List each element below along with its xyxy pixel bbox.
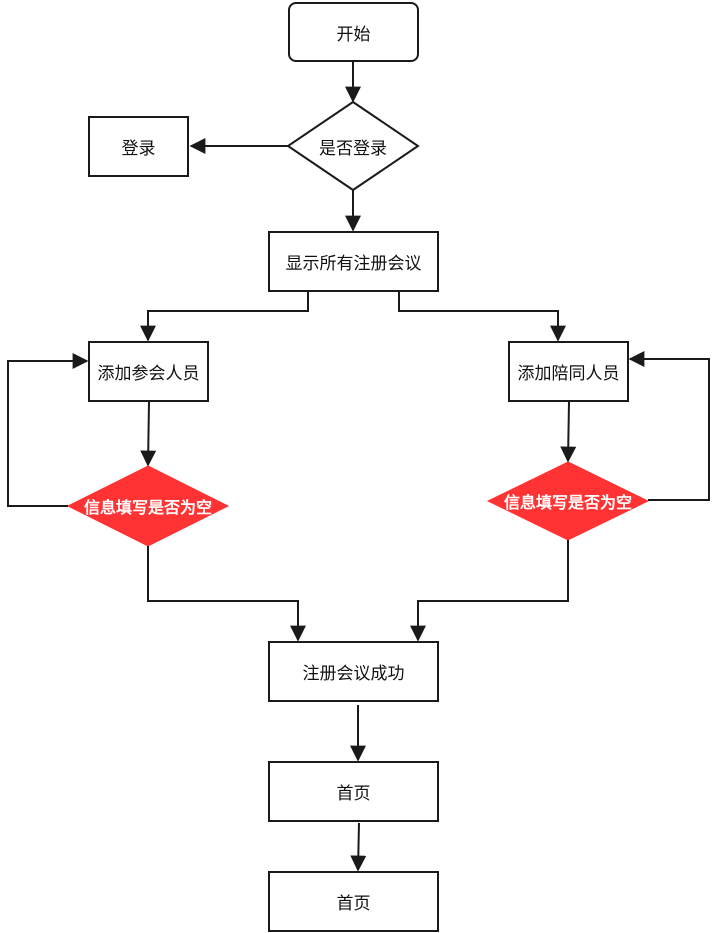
edge-attendee-to-check: [140, 401, 157, 467]
edge-home1-to-home2: [350, 822, 367, 872]
register-success-label: 注册会议成功: [302, 664, 405, 684]
login-node: 登录: [88, 116, 189, 177]
decision-info-empty-right-label: 信息填写是否为空: [503, 493, 632, 512]
decision-info-empty-left-label: 信息填写是否为空: [83, 498, 212, 517]
home-node-2-label: 首页: [336, 894, 371, 914]
register-success-node: 注册会议成功: [268, 641, 439, 702]
add-companion-label: 添加陪同人员: [517, 364, 620, 384]
edge-left-loop-back: [7, 353, 89, 507]
start-node: 开始: [288, 2, 419, 62]
edge-show-all-to-companion: [398, 292, 566, 342]
login-node-label: 登录: [121, 139, 156, 159]
show-all-meetings-label: 显示所有注册会议: [285, 254, 422, 274]
edge-left-check-to-success: [147, 546, 306, 642]
add-attendee-node: 添加参会人员: [88, 341, 209, 402]
add-companion-node: 添加陪同人员: [508, 341, 629, 402]
start-node-label: 开始: [336, 24, 371, 45]
decision-is-logged-in-label: 是否登录: [319, 138, 387, 159]
show-all-meetings-node: 显示所有注册会议: [268, 231, 439, 292]
home-node-1-label: 首页: [336, 784, 371, 804]
home-node-1: 首页: [268, 761, 439, 822]
add-attendee-label: 添加参会人员: [97, 364, 200, 384]
edge-companion-to-check: [560, 401, 577, 463]
edge-show-all-to-attendee: [140, 292, 309, 342]
home-node-2: 首页: [268, 871, 439, 932]
edge-right-loop-back: [628, 351, 710, 501]
edge-right-check-to-success: [410, 540, 569, 642]
